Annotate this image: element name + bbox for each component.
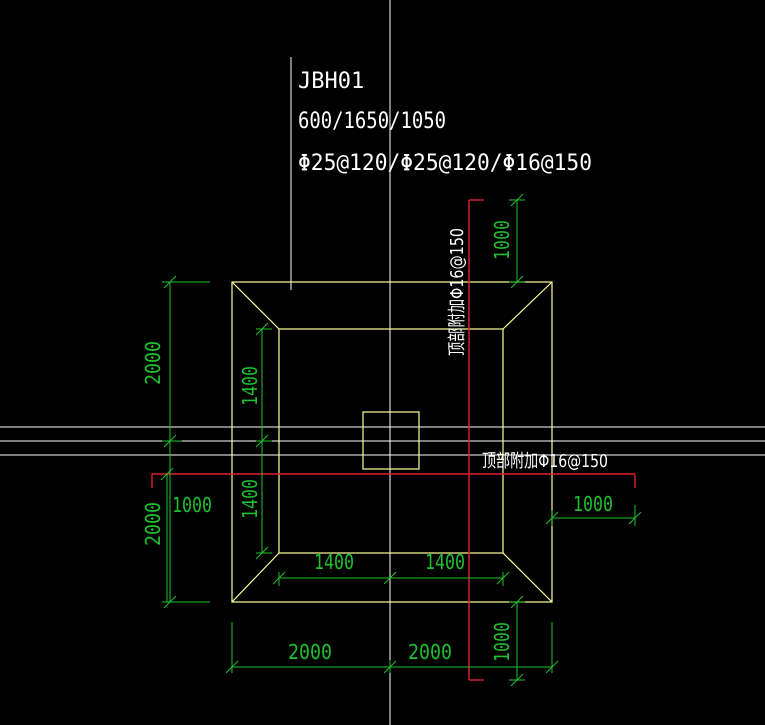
footing-outer-rect: [231, 281, 553, 603]
dim-text-left-red-extent: 1000: [172, 493, 212, 517]
dim-bottom-outer-tick-right: [545, 660, 559, 674]
dim-bottom-inner-tick-left: [272, 571, 286, 585]
annotation-top-additional-vertical: 顶部附加Φ16@150: [447, 228, 468, 356]
dim-text-bottom-outer-left: 2000: [288, 640, 332, 664]
dim-text-right-red-extent: 1000: [573, 492, 613, 516]
dim-left-outer-tick-mid: [163, 434, 177, 448]
footing-heights: 600/1650/1050: [298, 109, 446, 134]
dim-text-bottom-red-extent: 1000: [490, 622, 514, 662]
dim-left-inner-tick-top: [255, 322, 269, 336]
dim-left-inner-tick-bot: [255, 546, 269, 560]
rebar-annotations: 顶部附加Φ16@150 顶部附加Φ16@150: [447, 228, 608, 472]
slope-line-bl: [231, 552, 280, 603]
dim-right-red-tick-right: [628, 511, 642, 525]
dim-left-outer-tick-top: [163, 275, 177, 289]
dim-left-outer-tick-bot: [163, 595, 177, 609]
slope-line-tr: [502, 281, 553, 330]
dim-bottom-inner-tick-right: [496, 571, 510, 585]
dim-bottom-outer-tick-mid: [383, 660, 397, 674]
dim-text-top-red-extent: 1000: [490, 220, 514, 260]
dim-bottom-red-tick-bot: [510, 673, 524, 687]
dim-top-red-tick-top: [510, 193, 524, 207]
dim-right-red-tick-left: [545, 511, 559, 525]
dim-left-red-tick: [160, 467, 174, 481]
dim-text-left-inner-lower: 1400: [238, 479, 262, 519]
dim-bottom-inner-tick-mid: [383, 571, 397, 585]
dim-text-bottom-outer-right: 2000: [408, 640, 452, 664]
annotation-top-additional-horizontal: 顶部附加Φ16@150: [482, 451, 608, 472]
additional-rebar-lines: [151, 199, 636, 681]
slope-line-tl: [231, 281, 280, 330]
dimension-texts: 2000 2000 1400 1400 1000 2000 2000 1400 …: [141, 220, 613, 664]
dim-top-red-tick-bot: [510, 275, 524, 289]
footing-label: JBH01 600/1650/1050 Φ25@120/Φ25@120/Φ16@…: [298, 69, 592, 176]
dim-bottom-outer-tick-left: [225, 660, 239, 674]
dim-bottom-red-tick-top: [510, 595, 524, 609]
footing-inner-rect: [278, 328, 504, 554]
dim-left-inner-tick-mid: [255, 434, 269, 448]
dimension-lines: [160, 193, 642, 687]
footing-rebar: Φ25@120/Φ25@120/Φ16@150: [298, 151, 592, 176]
dim-text-left-inner-upper: 1400: [238, 366, 262, 406]
dim-text-left-outer-lower: 2000: [141, 502, 165, 546]
dim-text-left-outer-upper: 2000: [141, 341, 165, 385]
footing-name: JBH01: [298, 69, 364, 94]
dim-text-bottom-inner-left: 1400: [314, 550, 354, 574]
column-rect: [362, 411, 420, 470]
footing-outline: [231, 281, 553, 603]
slope-line-br: [502, 552, 553, 603]
dim-text-bottom-inner-right: 1400: [425, 550, 465, 574]
